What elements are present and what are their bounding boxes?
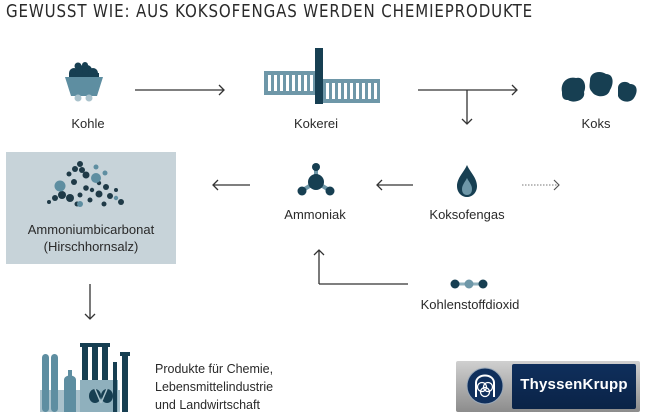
node-label-ammoniak: Ammoniak (284, 207, 346, 222)
thyssenkrupp-emblem-icon (466, 367, 504, 405)
thyssenkrupp-name: ThyssenKrupp (520, 376, 628, 393)
dotted-arrow-koksofengas-out (522, 179, 560, 191)
produkte-line3: und Landwirtschaft (155, 398, 260, 412)
produkte-line1: Produkte für Chemie, (155, 362, 274, 376)
arrow-kokerei-to-koks (418, 84, 518, 125)
produkte-line2: Lebensmittelindustrie (155, 380, 274, 394)
node-label-kohle: Kohle (71, 116, 105, 131)
ammonia-molecule-icon (297, 163, 335, 196)
arrow-ammoniak-to-ammoniumbicarbonat (212, 179, 250, 191)
produkte-text: Produkte für Chemie, Lebensmittelindustr… (155, 360, 273, 414)
node-label-koksofengas: Koksofengas (429, 207, 505, 222)
node-label-kohlenstoffdioxid: Kohlenstoffdioxid (420, 297, 520, 312)
salt-crystals-icon (47, 161, 124, 207)
gas-drop-icon (457, 165, 477, 197)
node-label-ammoniumbicarbonat-line2: (Hirschhornsalz) (43, 239, 139, 254)
node-label-ammoniumbicarbonat-line1: Ammoniumbicarbonat (27, 222, 155, 237)
chemical-factory-icon (40, 343, 130, 412)
coke-lumps-icon (561, 72, 637, 102)
arrow-koksofengas-to-ammoniak (376, 179, 413, 191)
ammoniumbicarbonat-box (6, 152, 176, 264)
node-label-kokerei: Kokerei (293, 116, 339, 131)
diagram-title: GEWUSST WIE: AUS KOKSOFENGAS WERDEN CHEM… (6, 2, 534, 22)
coal-cart-icon (65, 62, 103, 102)
co2-molecule-icon (450, 279, 488, 289)
arrow-ammoniumbicarbonat-to-produkte (84, 284, 96, 320)
thyssenkrupp-name-panel: ThyssenKrupp (512, 364, 636, 409)
thyssenkrupp-logo: ThyssenKrupp (456, 361, 640, 412)
node-label-koks: Koks (581, 116, 611, 131)
arrow-kohlenstoffdioxid-to-ammoniak (313, 249, 408, 285)
arrow-kohle-to-kokerei (135, 84, 225, 96)
coking-plant-icon (264, 48, 380, 104)
